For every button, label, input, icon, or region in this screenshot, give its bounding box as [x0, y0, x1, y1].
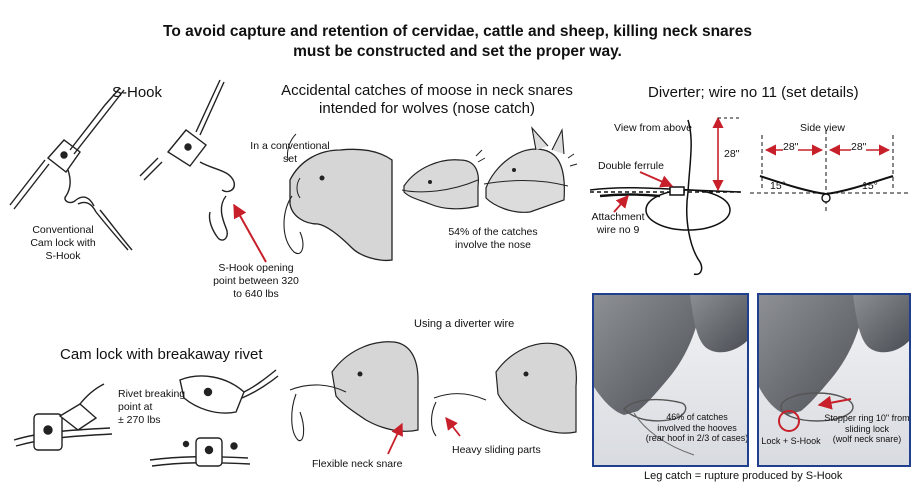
double-ferrule-label: Double ferrule [598, 160, 664, 172]
s-hook-opened-drawing [139, 79, 236, 241]
attachment-wire-arrow [613, 195, 629, 213]
angle-right-label: 15° [862, 180, 878, 192]
rivet-breaking-label: Rivet breaking point at ± 270 lbs [118, 388, 186, 426]
hoof-catch-illustration [594, 295, 747, 465]
attachment-wire-label: Attachment wire no 9 [591, 211, 645, 236]
page-title: To avoid capture and retention of cervid… [163, 23, 752, 60]
dimension-right-28: 28" [851, 141, 867, 154]
flexible-snare-arrow [387, 422, 403, 455]
leg-catch-caption: Leg catch = rupture produced by S-Hook [644, 470, 843, 482]
diverter-wire-moose-drawing [289, 341, 577, 442]
side-view-label: Side view [800, 122, 845, 134]
hooves-caption: 46% of catches involved the hooves (rear… [645, 412, 749, 443]
leg-catch-photo-left: 46% of catches involved the hooves (rear… [592, 293, 749, 467]
s-hook-heading: S-Hook [112, 84, 163, 101]
diverter-view-above-drawing [589, 116, 742, 276]
dimension-vertical-28: 28" [724, 148, 740, 160]
s-hook-opening-arrow [233, 203, 267, 263]
s-hook-opening-label: S-Hook opening point between 320 to 640 … [213, 262, 299, 300]
flexible-neck-snare-label: Flexible neck snare [312, 458, 403, 470]
stopper-ring-label: Stopper ring 10" from sliding lock (wolf… [824, 413, 910, 444]
diverter-heading: Diverter; wire no 11 (set details) [648, 84, 859, 101]
breakaway-rivet-drawing [13, 369, 279, 467]
moose-heads-nose-catch-drawing [401, 126, 578, 213]
lock-hook-illustration [759, 295, 909, 465]
conventional-set-label: In a conventional set [250, 140, 330, 165]
moose-head-conventional-drawing [283, 133, 393, 262]
dimension-left-28: 28" [783, 141, 799, 154]
cam-lock-s-hook-drawing [9, 87, 133, 251]
cam-lock-heading: Cam lock with breakaway rivet [60, 346, 263, 363]
heavy-parts-arrow [445, 417, 461, 437]
diverter-use-heading: Using a diverter wire [414, 318, 515, 330]
conventional-cam-lock-label: Conventional Cam lock with S-Hook [30, 224, 96, 262]
angle-left-label: 15° [770, 180, 786, 192]
double-ferrule-arrow [639, 171, 674, 188]
heavy-sliding-parts-label: Heavy sliding parts [452, 444, 541, 456]
lock-hook-label: Lock + S-Hook [761, 436, 821, 446]
nose-catch-percent-label: 54% of the catches involve the nose [448, 226, 538, 251]
view-from-above-label: View from above [614, 122, 693, 134]
moose-heading: Accidental catches of moose in neck snar… [281, 82, 573, 117]
diverter-side-view-drawing [750, 130, 910, 212]
leg-catch-photo-right: Lock + S-Hook Stopper ring 10" from slid… [757, 293, 911, 467]
